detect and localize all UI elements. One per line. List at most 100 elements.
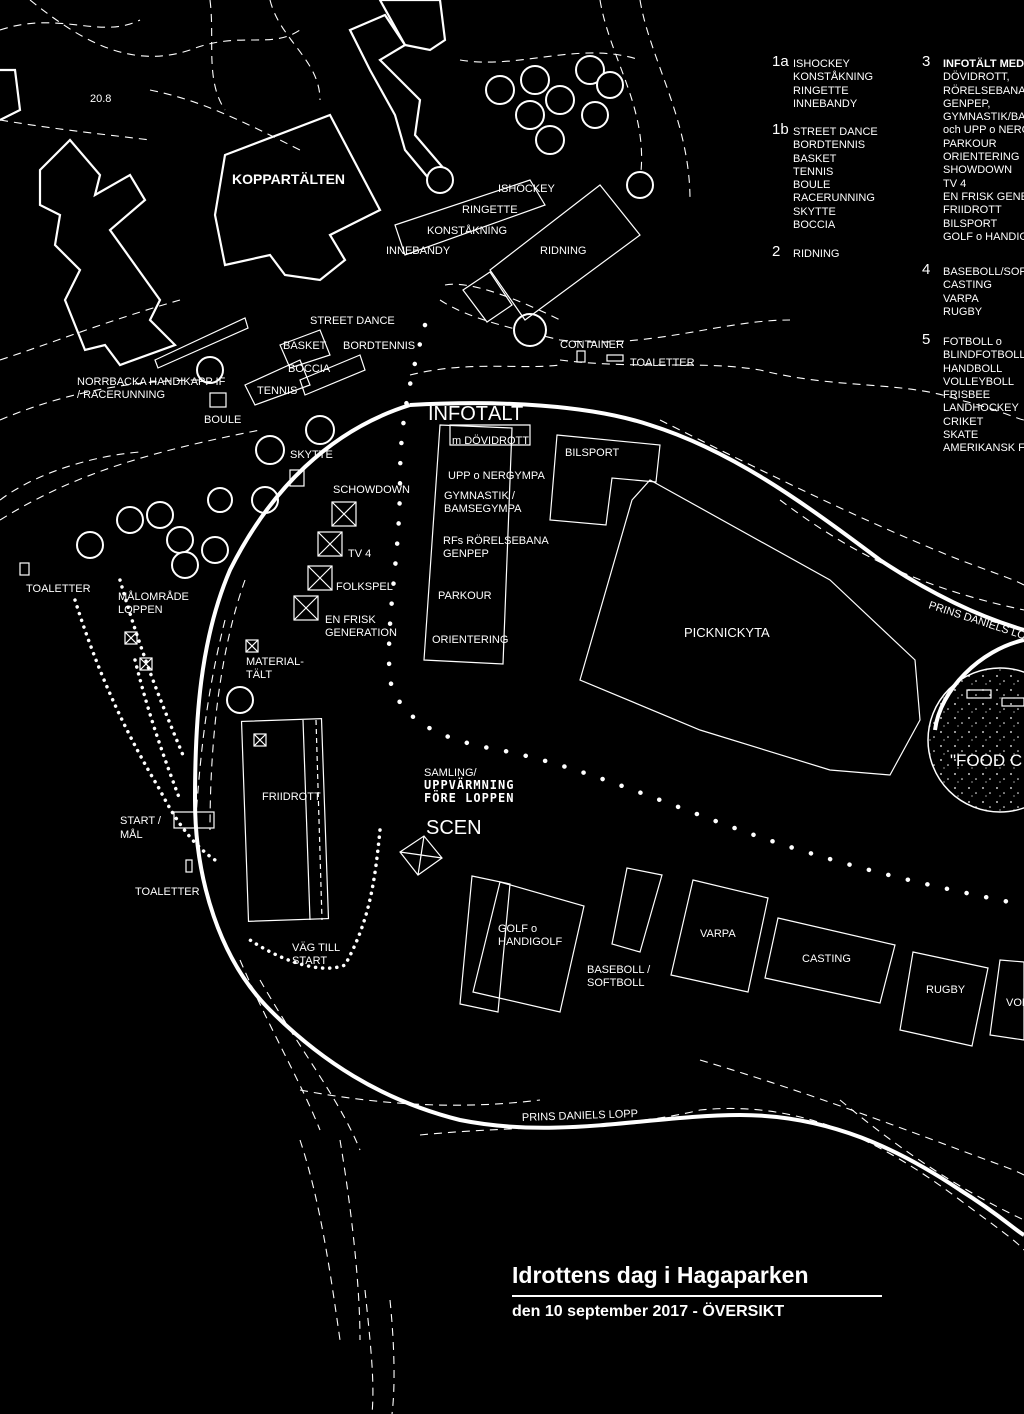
- legend-item: INFOTÄLT MED: [943, 58, 1024, 70]
- uppvarmning-label-1: UPPVÄRMNING: [424, 777, 514, 792]
- title-block: Idrottens dag i Hagaparken den 10 septem…: [512, 1262, 887, 1321]
- legend-number: 3: [922, 53, 931, 70]
- legend-item: SHOWDOWN: [943, 164, 1013, 177]
- toaletter-bottom-label: TOALETTER: [135, 886, 200, 898]
- boccia-label: BOCCIA: [288, 363, 331, 375]
- innebandy-label: INNEBANDY: [386, 245, 451, 257]
- upp-nergympa-label: UPP o NERGYMPA: [448, 470, 545, 482]
- map-title: Idrottens dag i Hagaparken: [512, 1262, 809, 1288]
- legend-item: PARKOUR: [943, 137, 997, 150]
- legend-number: 4: [922, 261, 931, 278]
- prins-daniels-lo-label: PRINS DANIELS LO: [927, 599, 1024, 642]
- legend-item: BASKET: [793, 152, 837, 165]
- vol-label: VOL: [1006, 997, 1024, 1009]
- bordtennis-label: BORDTENNIS: [343, 340, 415, 352]
- legend-item: BASEBOLL/SOFTBOLL: [943, 266, 1024, 278]
- friidrott-label: FRIIDROTT: [262, 791, 321, 803]
- map-subtitle: den 10 september 2017 - ÖVERSIKT: [512, 1303, 785, 1320]
- venue-shapes: [19, 179, 1024, 1047]
- ridning-label: RIDNING: [540, 245, 586, 257]
- legend-item: RÖRELSEBANA,: [943, 84, 1024, 97]
- scen-label: SCEN: [426, 817, 482, 839]
- legend-item: VARPA: [943, 292, 979, 305]
- rugby-label: RUGBY: [926, 984, 966, 996]
- rorelsebana-label-1: RFs RÖRELSEBANA: [443, 535, 549, 547]
- legend-item: RIDNING: [793, 248, 840, 260]
- golf-label-1: GOLF o: [498, 923, 537, 935]
- legend-item: EN FRISK GENERATION: [943, 190, 1024, 203]
- elevation-label: 20.8: [90, 93, 111, 105]
- uppvarmning-label-2: FÖRE LOPPEN: [424, 790, 514, 805]
- buildings: [0, 0, 447, 367]
- legend-item: INNEBANDY: [793, 97, 858, 110]
- legend-item: FRISBEE: [943, 389, 991, 402]
- frisk-label-2: GENERATION: [325, 627, 397, 639]
- legend-number: 5: [922, 331, 931, 348]
- legend-item: RINGETTE: [793, 84, 849, 97]
- parkour-label: PARKOUR: [438, 590, 492, 602]
- street-dance-label: STREET DANCE: [310, 315, 395, 327]
- legend-item: BORDTENNIS: [793, 139, 866, 152]
- legend-item: CASTING: [943, 279, 992, 292]
- legend-number: 1b: [772, 121, 789, 138]
- legend-item: TV 4: [943, 177, 967, 190]
- bilsport-label: BILSPORT: [565, 447, 619, 459]
- norrbacka-label-2: / RACERUNNING: [77, 389, 165, 401]
- basket-label: BASKET: [283, 340, 327, 352]
- ringette-label: RINGETTE: [462, 204, 518, 216]
- tennis-label: TENNIS: [257, 385, 297, 397]
- legend-item: BOCCIA: [793, 219, 836, 232]
- vag-label-1: VÄG TILL: [292, 942, 340, 954]
- legend-item: BLINDFOTBOLL: [943, 349, 1024, 362]
- legend-item: KONSTÅKNING: [793, 71, 874, 84]
- boule-label: BOULE: [204, 414, 241, 426]
- legend-item: AMERIKANSK FOTBOLL: [943, 442, 1024, 455]
- map-labels: 20.8 KOPPARTÄLTEN ISHOCKEY RINGETTE KONS…: [26, 93, 1024, 1124]
- picknickyta-label: PICKNICKYTA: [684, 625, 770, 640]
- legend-item: GENPEP,: [943, 97, 991, 110]
- title-underline: [512, 1295, 882, 1297]
- skytte-label: SKYTTE: [290, 449, 333, 461]
- frisk-label-1: EN FRISK: [325, 614, 376, 626]
- legend-item: DÖVIDROTT,: [943, 71, 1010, 84]
- legend-item: RUGBY: [943, 305, 983, 318]
- legend-item: GYMNASTIK/BAMSEGYMPA: [943, 111, 1024, 124]
- toaletter-left-label: TOALETTER: [26, 583, 91, 595]
- malomrade-label-1: MÅLOMRÅDE: [118, 590, 189, 603]
- toaletter-top-label: TOALETTER: [630, 357, 695, 369]
- vag-label-2: START: [292, 955, 327, 967]
- kopparttalten-label: KOPPARTÄLTEN: [232, 171, 345, 187]
- legend-number: 1a: [772, 53, 789, 70]
- casting-label: CASTING: [802, 953, 851, 965]
- legend-item: FOTBOLL o: [943, 336, 1002, 348]
- showdown-label: SCHOWDOWN: [333, 484, 410, 496]
- prins-daniels-lopp-label: PRINS DANIELS LOPP: [522, 1108, 639, 1124]
- material-label-2: TÄLT: [246, 669, 272, 681]
- legend-item: CRIKET: [943, 415, 984, 428]
- legend-item: SKYTTE: [793, 205, 836, 218]
- legend-item: TENNIS: [793, 165, 834, 178]
- varpa-label: VARPA: [700, 928, 736, 940]
- legend-number: 2: [772, 243, 781, 260]
- tv4-label: TV 4: [348, 548, 371, 560]
- norrbacka-label-1: NORRBACKA HANDIKAPP IF: [77, 376, 226, 388]
- folkspel-label: FOLKSPEL: [336, 581, 393, 593]
- baseboll-label-2: SOFTBOLL: [587, 977, 644, 989]
- infotalt-label: INFOTÄLT: [428, 403, 523, 425]
- start-label-1: START /: [120, 815, 162, 827]
- legend-item: FRIIDROTT: [943, 204, 1002, 217]
- legend-item: VOLLEYBOLL: [943, 375, 1014, 388]
- container-label: CONTAINER: [560, 339, 624, 351]
- legend-item: RACERUNNING: [793, 192, 875, 205]
- legend-item: HANDBOLL: [943, 362, 1003, 375]
- baseboll-label-1: BASEBOLL /: [587, 964, 651, 976]
- rorelsebana-label-2: GENPEP: [443, 548, 489, 560]
- legend-item: SKATE: [943, 429, 979, 442]
- gymnastik-label-1: GYMNASTIK /: [444, 490, 516, 502]
- legend-item: BILSPORT: [943, 217, 998, 230]
- legend-item: ORIENTERING: [943, 151, 1020, 164]
- orientering-label: ORIENTERING: [432, 634, 508, 646]
- material-label-1: MATERIAL-: [246, 656, 304, 668]
